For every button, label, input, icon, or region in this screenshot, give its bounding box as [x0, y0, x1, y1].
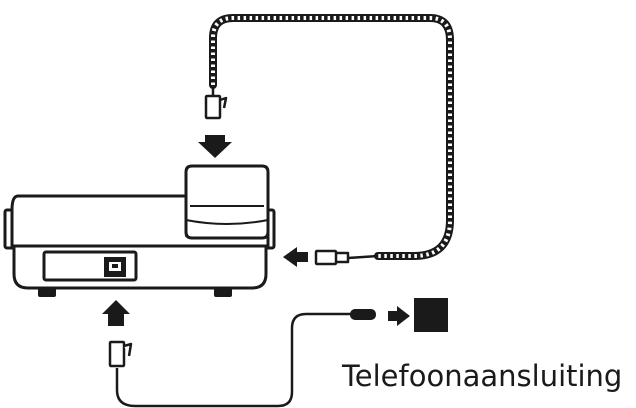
line-plug-icon	[108, 340, 133, 368]
line-jack-icon	[104, 257, 126, 277]
wall-plug-icon	[350, 309, 376, 320]
wall-connection-label: Telefoonaansluiting	[342, 359, 623, 393]
coiled-cord-icon	[209, 14, 454, 260]
line-cord-icon	[115, 312, 352, 408]
arrow-down-icon	[198, 135, 232, 158]
base-plug-icon	[314, 249, 350, 266]
handset-icon	[184, 164, 270, 240]
wall-socket-icon	[414, 298, 448, 332]
arrow-left-icon	[283, 247, 308, 267]
arrow-up-icon	[102, 300, 130, 326]
arrow-right-icon	[388, 306, 410, 326]
handset-plug-icon	[204, 94, 228, 120]
